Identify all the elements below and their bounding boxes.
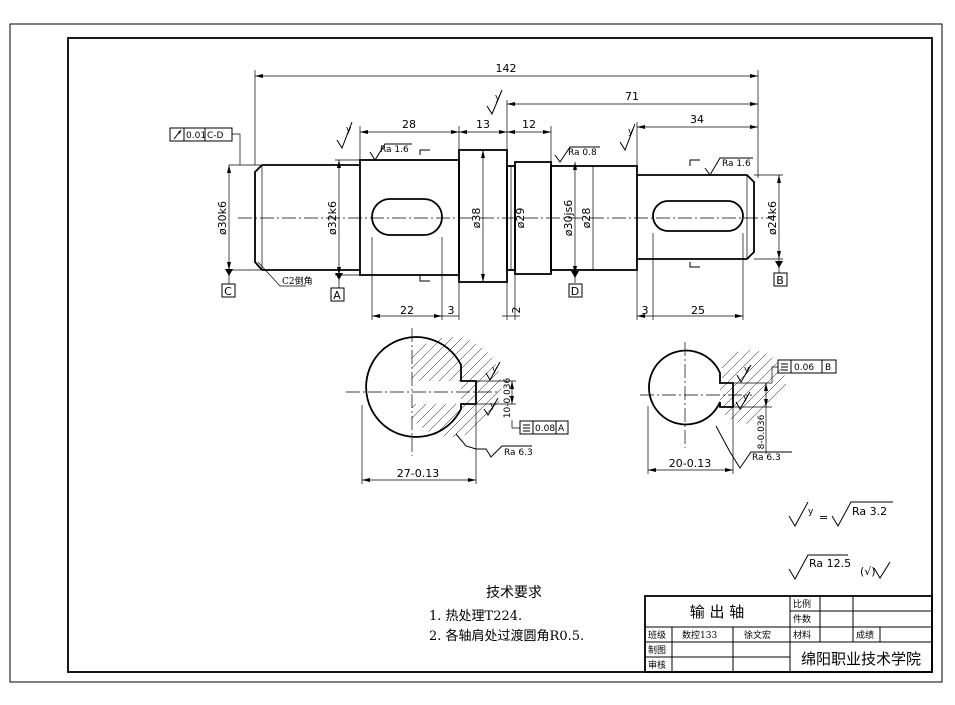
title-draw-label: 制图 xyxy=(648,644,666,656)
title-review-label: 审核 xyxy=(648,659,666,671)
title-school: 绵阳职业技术学院 xyxy=(801,650,921,668)
roughness-ra08-mark xyxy=(554,146,600,163)
sec1-y-1: y xyxy=(492,365,498,375)
sec2-ra63: Ra 6.3 xyxy=(752,453,781,463)
roughness-ra16-right: Ra 1.6 xyxy=(722,159,751,169)
dim-13: 13 xyxy=(476,118,490,131)
dim-25: 25 xyxy=(691,304,705,317)
dim-71: 71 xyxy=(625,90,639,103)
main-dimension-lines xyxy=(228,70,783,320)
datum-c: C xyxy=(224,285,232,298)
dim-2: 2 xyxy=(510,307,523,314)
sec1-width: 27-0.13 xyxy=(397,467,439,480)
dim-diam-30js6: ø30js6 xyxy=(562,200,575,237)
inner-frame xyxy=(67,37,933,673)
dim-diam-29: ø29 xyxy=(514,208,527,229)
tech-req-item-1: 1. 热处理T224. xyxy=(429,609,522,624)
roughness-ra16-left-mark xyxy=(369,143,412,161)
legend-ra125: Ra 12.5 xyxy=(809,557,851,570)
sec2-key-width: 8-0.036 xyxy=(757,414,767,449)
roughness-legend xyxy=(788,501,893,581)
dim-3-left: 3 xyxy=(448,304,455,317)
roughness-y-3: y xyxy=(628,127,634,137)
roughness-y-1: y xyxy=(346,125,352,135)
datum-b: B xyxy=(776,274,784,287)
section-view-1 xyxy=(346,328,569,484)
sec1-y-2: y xyxy=(490,401,496,411)
title-part-name: 输 出 轴 xyxy=(690,603,745,621)
outer-frame xyxy=(9,23,943,683)
dim-3-right: 3 xyxy=(642,304,649,317)
roughness-ra16-left: Ra 1.6 xyxy=(380,145,409,155)
runout-value: 0.01 xyxy=(186,131,206,141)
dim-28: 28 xyxy=(402,118,416,131)
title-material-label: 材料 xyxy=(793,629,811,641)
dim-diam-32k6: ø32k6 xyxy=(326,201,339,235)
sec2-width: 20-0.13 xyxy=(669,457,711,470)
legend-y: y xyxy=(808,507,814,517)
dim-diam-38: ø38 xyxy=(470,208,483,229)
sec2-symmetry-ref: B xyxy=(825,363,831,373)
tech-req-title: 技术要求 xyxy=(486,585,542,601)
runout-tolerance xyxy=(169,127,241,165)
dimension-arrows xyxy=(227,74,781,318)
title-name-value: 徐文宏 xyxy=(744,629,771,641)
sec1-ra63: Ra 6.3 xyxy=(504,448,533,458)
title-scale-label: 比例 xyxy=(793,598,811,610)
tech-req-item-2: 2. 各轴肩处过渡圆角R0.5. xyxy=(429,628,584,644)
roughness-ra16-right-mark xyxy=(704,157,753,176)
dim-22: 22 xyxy=(400,304,414,317)
section-view-2 xyxy=(640,342,837,474)
dim-142: 142 xyxy=(496,62,517,75)
dim-34: 34 xyxy=(690,113,704,126)
dim-diam-24k6: ø24k6 xyxy=(766,201,779,235)
title-qty-label: 件数 xyxy=(793,613,811,625)
title-class-label: 班级 xyxy=(648,629,666,641)
dim-12: 12 xyxy=(522,118,536,131)
sec1-symmetry-value: 0.08 xyxy=(535,424,555,434)
roughness-y-2: y xyxy=(495,93,501,103)
shaft-main-view xyxy=(238,149,772,283)
sec2-y-2: y xyxy=(743,393,749,403)
legend-ra32: Ra 3.2 xyxy=(852,505,887,518)
title-grade-label: 成绩 xyxy=(856,629,874,641)
datum-d: D xyxy=(571,285,579,298)
datum-a: A xyxy=(333,289,341,302)
roughness-ra08: Ra 0.8 xyxy=(568,148,597,158)
runout-ref: C-D xyxy=(207,131,224,141)
title-block-grid xyxy=(644,595,933,673)
sec2-symmetry-value: 0.06 xyxy=(794,363,814,373)
datum-markers xyxy=(221,259,788,302)
roughness-y-symbols xyxy=(336,89,636,152)
sec1-symmetry-ref: A xyxy=(558,424,565,434)
dim-diam-30k6: ø30k6 xyxy=(216,201,229,235)
legend-parenthesis: (√) xyxy=(860,565,876,578)
sec1-key-width: 10-0.036 xyxy=(503,377,513,418)
title-class-value: 数控133 xyxy=(682,629,717,641)
dim-diam-28: ø28 xyxy=(580,208,593,229)
legend-equals: = xyxy=(819,511,828,524)
sec2-y-1: y xyxy=(744,365,750,375)
chamfer-note: C2倒角 xyxy=(282,275,313,287)
